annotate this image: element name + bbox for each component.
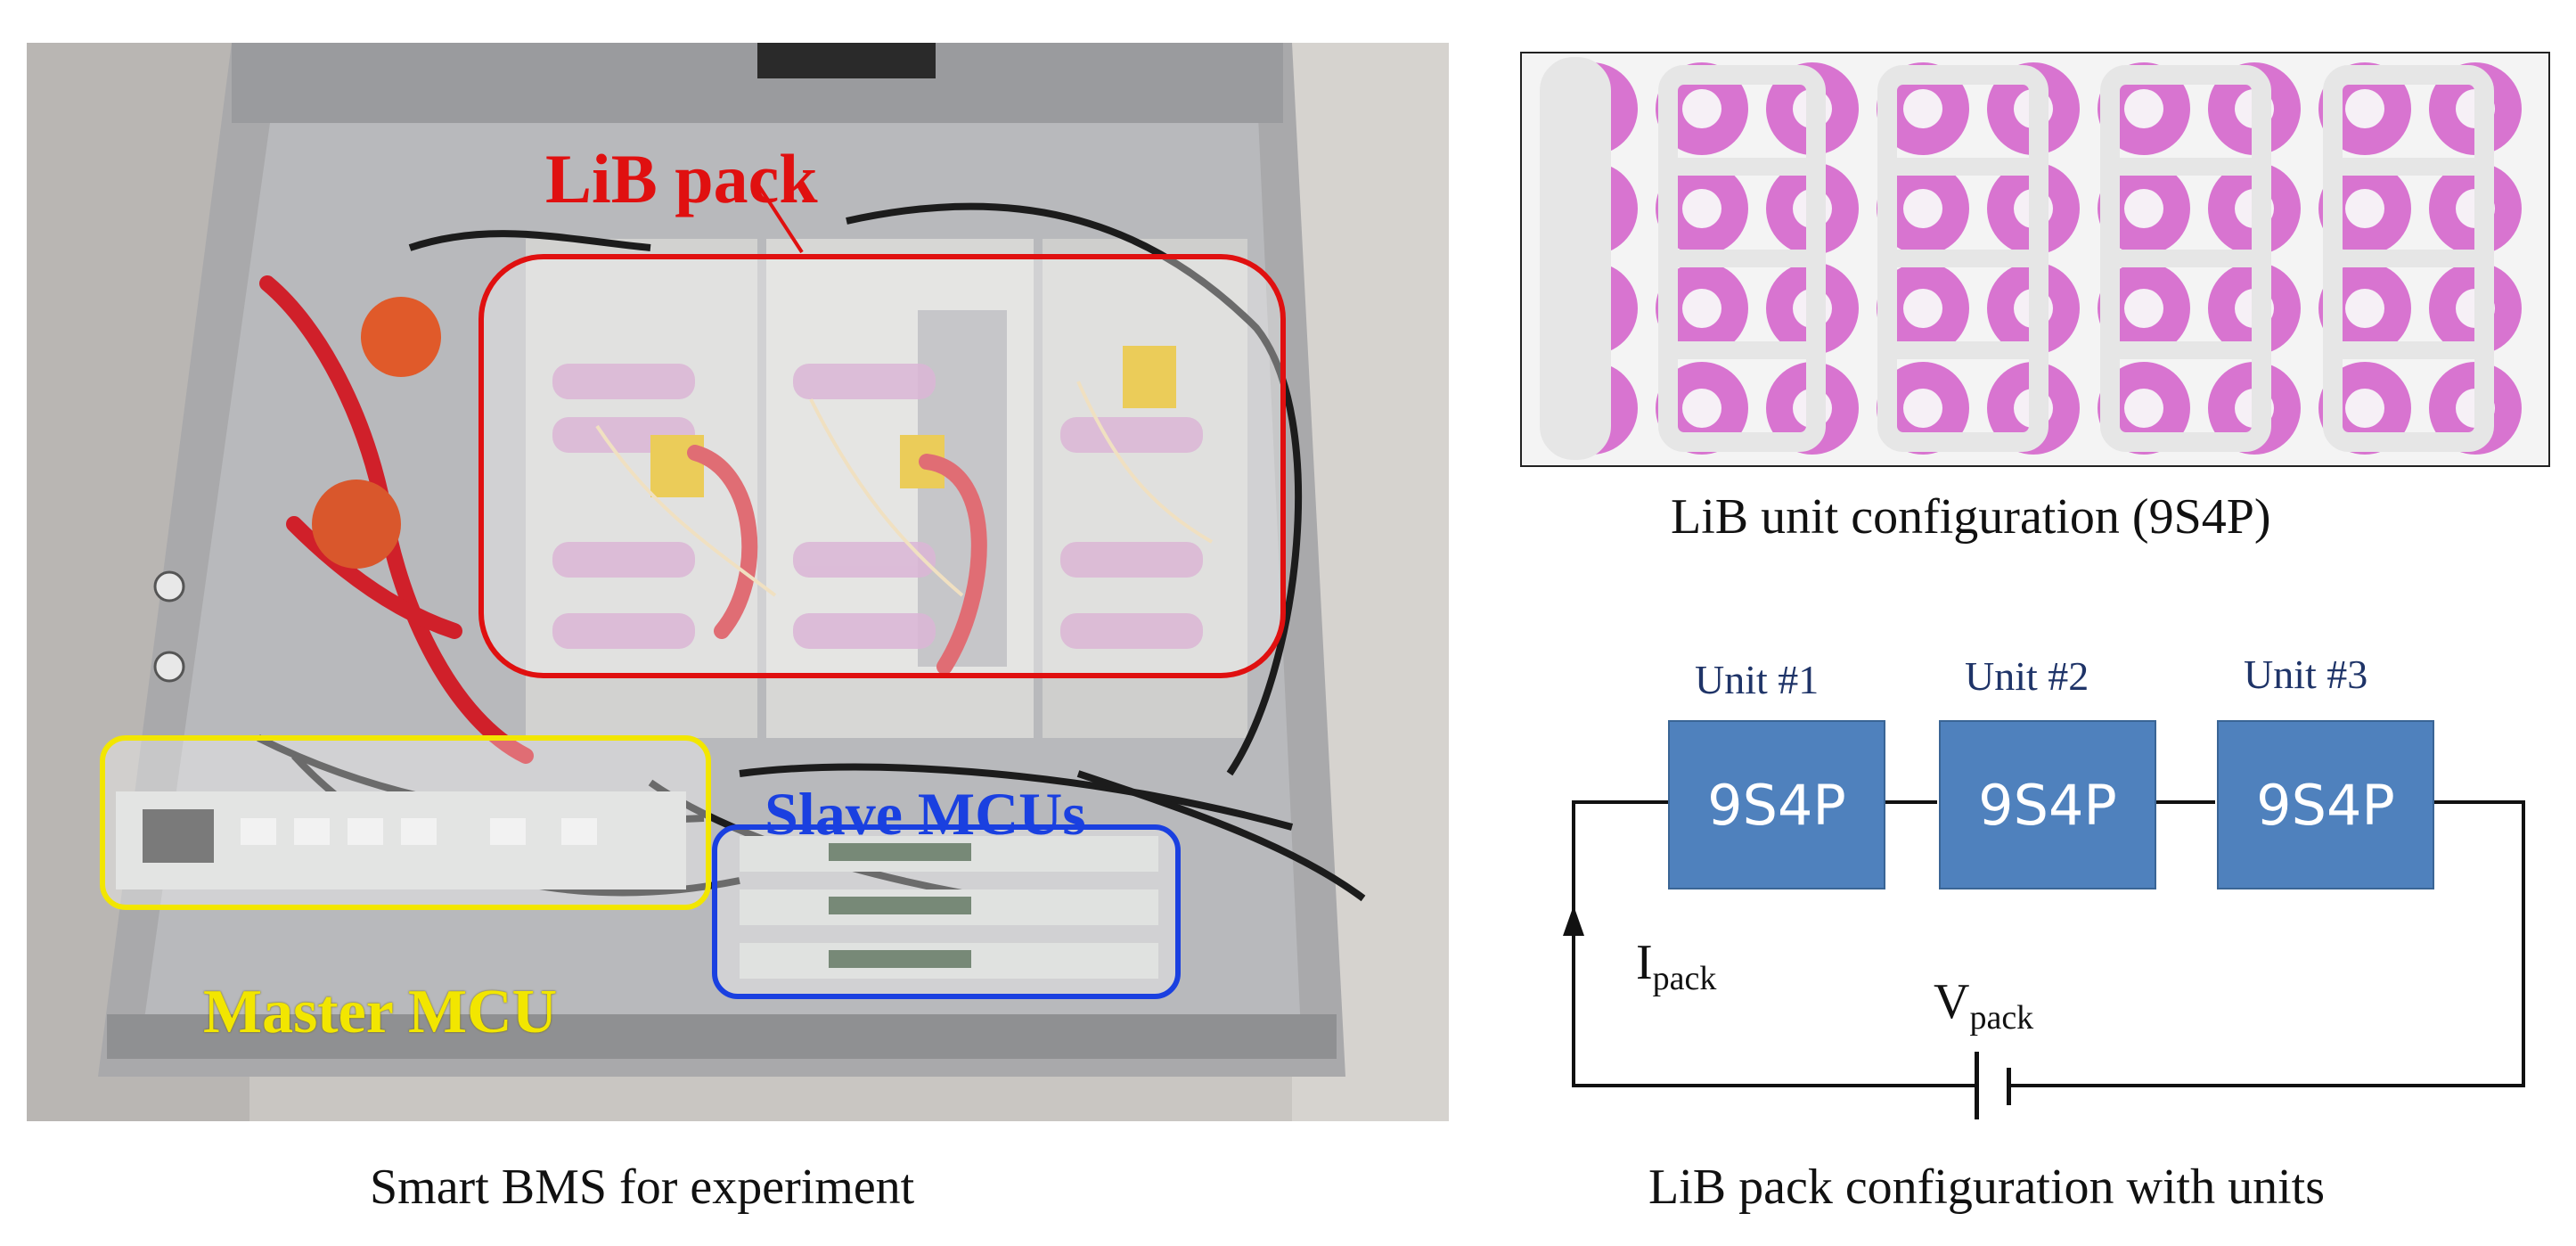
cell-terminal [2124,389,2163,428]
cell-terminal [2124,289,2163,328]
bms-photo-illustration [27,43,1449,1121]
cell-terminal [2124,89,2163,128]
nickel-strip-rung [1668,158,1816,176]
unit-1-title: Unit #1 [1695,657,1820,702]
nickel-strip-rung [2333,158,2484,176]
nickel-strip [1540,57,1611,460]
wire-1-2 [1884,800,1937,804]
wire-right [2522,800,2525,1086]
nickel-strip-rung [2110,250,2261,267]
nickel-strip-rung [2333,341,2484,359]
battery-plate-short [2007,1068,2011,1105]
cell-terminal [1682,289,1721,328]
left-caption: Smart BMS for experiment [370,1160,915,1215]
battery-plate-long [1975,1052,1979,1119]
voltage-symbol: Vpack [1934,973,2033,1037]
nickel-strip-rung [1668,341,1816,359]
wire-left [1572,800,1575,1086]
voltage-symbol-main: V [1934,974,1970,1029]
nickel-strip-rung [2333,250,2484,267]
cell-array-illustration [1540,57,2522,460]
cell-terminal [1682,89,1721,128]
wire-2-3 [2155,800,2215,804]
current-symbol-sub: pack [1652,960,1717,998]
lib-pack-label: LiB pack [545,140,818,217]
cell-terminal [2345,189,2384,228]
nickel-strip-rung [1887,250,2039,267]
master-mcu-label: Master MCU [203,978,558,1046]
cell-terminal [2345,389,2384,428]
bms-photo: LiB pack Slave MCUs Master MCU [27,43,1449,1121]
lib-unit-image [1520,52,2550,467]
unit-1-box: 9S4P [1668,720,1885,889]
nickel-strip-rung [2110,158,2261,176]
current-symbol: Ipack [1636,934,1716,998]
pack-config-caption: LiB pack configuration with units [1648,1160,2325,1215]
wire-bottom-left [1572,1084,1975,1087]
cell-terminal [2345,89,2384,128]
unit-2-title: Unit #2 [1965,653,2089,699]
unit-3-title: Unit #3 [2244,652,2368,697]
cell-terminal [2345,289,2384,328]
cell-terminal [1903,289,1942,328]
current-symbol-main: I [1636,935,1653,990]
voltage-symbol-sub: pack [1969,999,2034,1037]
nickel-strip-rung [1887,158,2039,176]
unit-2-box: 9S4P [1939,720,2156,889]
cell-terminal [2124,189,2163,228]
cell-terminal [1903,189,1942,228]
cell-terminal [1682,189,1721,228]
nickel-strip-rung [1668,250,1816,267]
cell-terminal [1682,389,1721,428]
slave-mcus-label: Slave MCUs [765,780,1086,848]
unit-config-caption: LiB unit configuration (9S4P) [1671,489,2271,545]
current-arrow-icon [1563,906,1584,936]
wire-bottom-right [2010,1084,2525,1087]
unit-3-box: 9S4P [2217,720,2434,889]
wire-right-top [2431,800,2525,804]
cell-terminal [1903,389,1942,428]
nickel-strip-rung [2110,341,2261,359]
cell-terminal [1903,89,1942,128]
nickel-strip-rung [1887,341,2039,359]
wire-left-top [1572,800,1668,804]
